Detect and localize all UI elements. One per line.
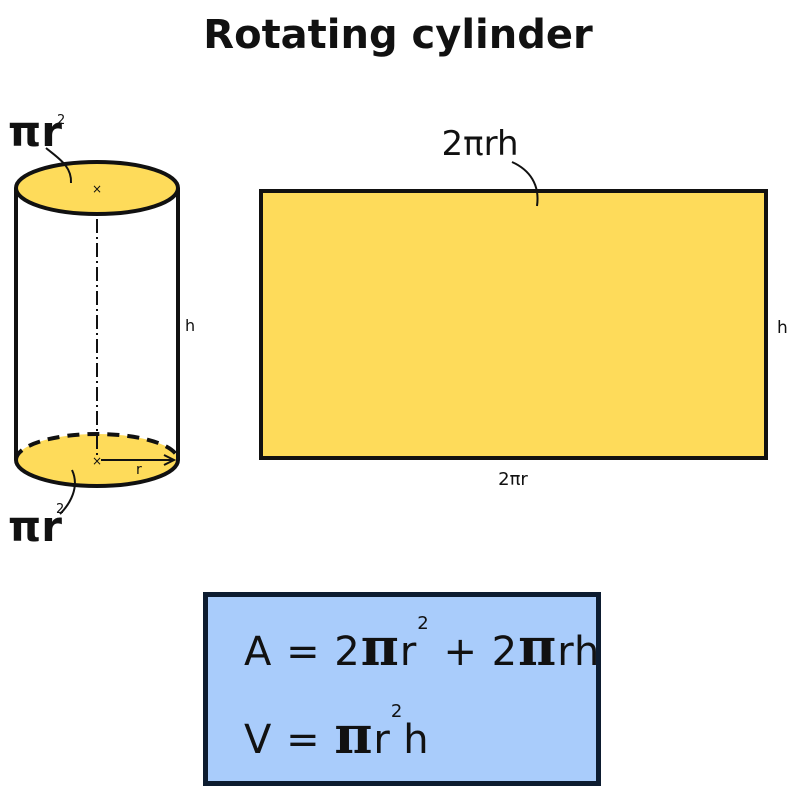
top-center-mark: × [92,182,102,196]
radius-label: r [136,462,142,478]
cylinder-top-face [14,160,180,216]
pi-symbol: π [360,617,400,678]
lateral-surface-rect [259,189,768,460]
bottom-area-exponent: 2 [56,502,64,517]
cylinder-top-label: πr 2 [8,107,73,184]
top-leader-line [45,147,73,184]
rect-width-label: 2πr [498,469,528,490]
area-tail: rh [557,629,601,675]
lateral-leader-line [511,161,539,207]
radius-arrow-icon [163,454,177,466]
bottom-area-label: πr [8,502,62,551]
bottom-center-mark: × [92,454,102,468]
rect-height-label: h [777,318,788,338]
area-lhs: A = 2 [244,629,361,675]
area-plus: + 2 [429,629,519,675]
unrolled-side: 2πrh h 2πr [259,124,788,490]
area-exponent: 2 [417,613,430,634]
lateral-area-label: 2πrh [441,124,518,164]
top-area-label: πr [8,107,62,156]
cylinder-bottom-front-edge [14,459,180,488]
top-area-exponent: 2 [57,113,65,128]
cylinder: × × r h [14,160,195,488]
area-r: r [399,629,418,675]
formula-box: A = 2πr2 + 2πrh V = πr2h [203,592,601,786]
cylinder-bottom-back-edge [14,432,180,461]
page-title: Rotating cylinder [203,12,593,58]
volume-lhs: V = [244,717,335,763]
cylinder-height-label: h [185,316,195,335]
cylinder-bottom-face [16,434,178,486]
pi-symbol: π [518,617,558,678]
volume-tail: h [403,717,430,763]
cylinder-bottom-label: πr 2 [8,469,76,551]
volume-formula: V = πr2h [244,701,430,766]
volume-r: r [373,717,391,763]
area-formula: A = 2πr2 + 2πrh [244,613,601,678]
volume-exponent: 2 [390,701,404,722]
bottom-leader-line [59,469,76,515]
pi-symbol: π [334,705,374,766]
